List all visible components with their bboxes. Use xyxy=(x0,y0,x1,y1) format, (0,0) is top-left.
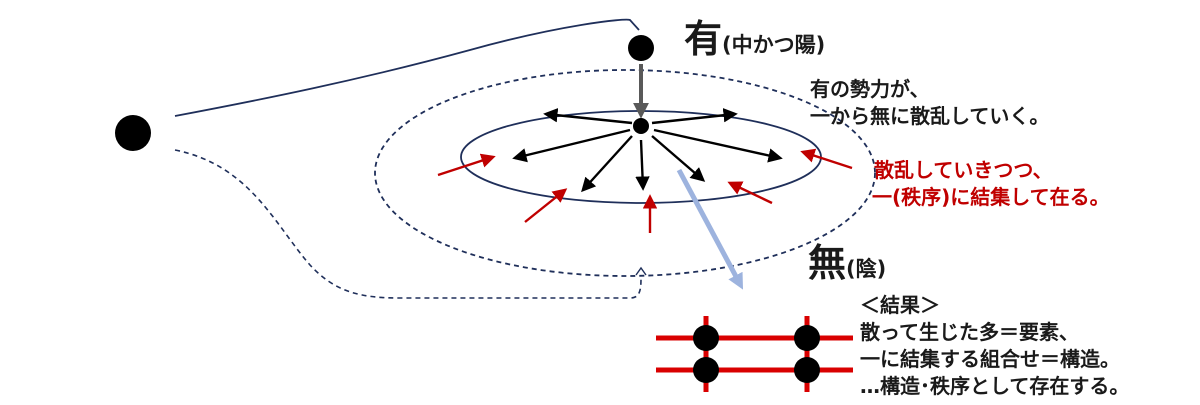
scatter-annotation: 有の勢力が、 一から無に散乱していく。 xyxy=(810,76,1049,130)
result-block: ＜結果＞ 散って生じた多＝要素、 一に結集する組合せ＝構造。 …構造･秩序として… xyxy=(860,292,1129,400)
scatter-line-2: 一から無に散乱していく。 xyxy=(810,104,1050,128)
result-line-1: 散って生じた多＝要素、 xyxy=(860,320,1079,344)
left-node xyxy=(115,115,151,151)
yu-main-text: 有 xyxy=(684,17,723,61)
structure-grid xyxy=(656,316,853,392)
inward-arrow xyxy=(800,148,853,170)
scatter-line-1: 有の勢力が、 xyxy=(810,77,930,101)
result-line-3: …構造･秩序として存在する。 xyxy=(860,374,1130,398)
mu-main-text: 無 xyxy=(808,241,847,285)
inward-arrow xyxy=(437,153,496,177)
radial-arrow xyxy=(653,128,783,163)
red-line-2: 一(秩序)に結集して在る。 xyxy=(872,185,1110,209)
result-heading: ＜結果＞ xyxy=(860,293,940,317)
yu-label: 有(中かつ陽) xyxy=(684,8,825,63)
outer-dashed-ellipse xyxy=(374,69,876,277)
result-line-2: 一に結集する組合せ＝構造。 xyxy=(860,347,1120,371)
radial-arrow xyxy=(512,128,631,163)
red-annotation: 散乱していきつつ、 一(秩序)に結集して在る。 xyxy=(872,157,1110,211)
mu-paren-text: (陰) xyxy=(846,257,887,281)
radial-arrow xyxy=(635,139,650,191)
radial-arrow xyxy=(581,135,633,193)
radial-arrows xyxy=(512,108,783,193)
inward-arrow xyxy=(727,181,773,205)
mu-label: 無(陰) xyxy=(808,232,886,287)
radial-arrow xyxy=(543,108,633,125)
radial-arrow xyxy=(651,135,706,182)
grid-node xyxy=(794,357,820,383)
solid-connector-curve xyxy=(174,18,640,117)
dashed-connector-curve xyxy=(174,149,642,299)
inward-arrows xyxy=(437,148,853,233)
radial-arrow xyxy=(651,108,738,125)
result-arrow xyxy=(676,168,744,290)
red-line-1: 散乱していきつつ、 xyxy=(874,158,1053,182)
top-node xyxy=(628,35,654,61)
inward-arrow xyxy=(524,188,568,223)
grid-node xyxy=(693,325,719,351)
grid-node xyxy=(693,357,719,383)
grid-node xyxy=(794,325,820,351)
center-node xyxy=(633,118,649,134)
yu-paren-text: (中かつ陽) xyxy=(722,33,826,57)
dashed-connector-tip xyxy=(635,266,647,276)
